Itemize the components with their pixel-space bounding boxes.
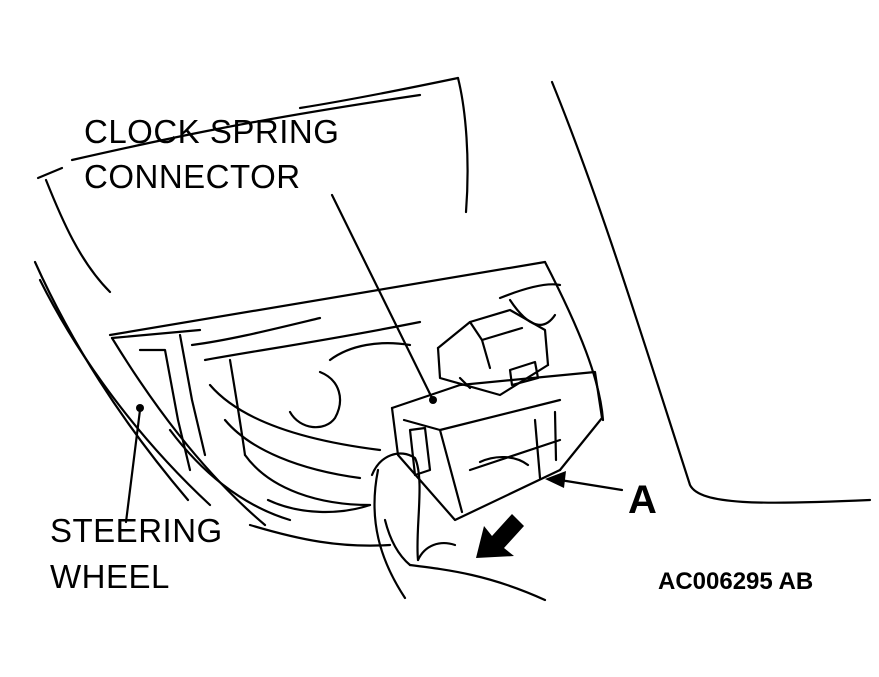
panel-opening	[108, 260, 605, 547]
callout-a-leader-line	[558, 478, 624, 492]
clock-spring-leader-line	[330, 193, 434, 400]
callout-a-label: A	[628, 478, 657, 522]
clock-spring-connector-label-line1: CLOCK SPRING	[84, 113, 340, 150]
connector-latch	[436, 308, 550, 397]
arrow-down-left-icon	[476, 514, 524, 558]
steering-wheel-leader-line	[124, 408, 142, 524]
hand-pulling-connector	[370, 452, 547, 602]
clock-spring-connector-label-line2: CONNECTOR	[84, 158, 301, 195]
clock-spring-leader-dot	[429, 396, 437, 404]
callout-a-arrowhead	[545, 471, 566, 488]
clock-spring-connector-body	[390, 370, 604, 522]
steering-wheel-label-line2: WHEEL	[50, 558, 170, 595]
steering-wheel-spoke	[138, 316, 422, 522]
figure-code: AC006295 AB	[658, 568, 814, 595]
steering-wheel-label-line1: STEERING	[50, 512, 223, 549]
steering-column-cover	[33, 76, 872, 507]
steering-wheel-leader-dot	[136, 404, 144, 412]
